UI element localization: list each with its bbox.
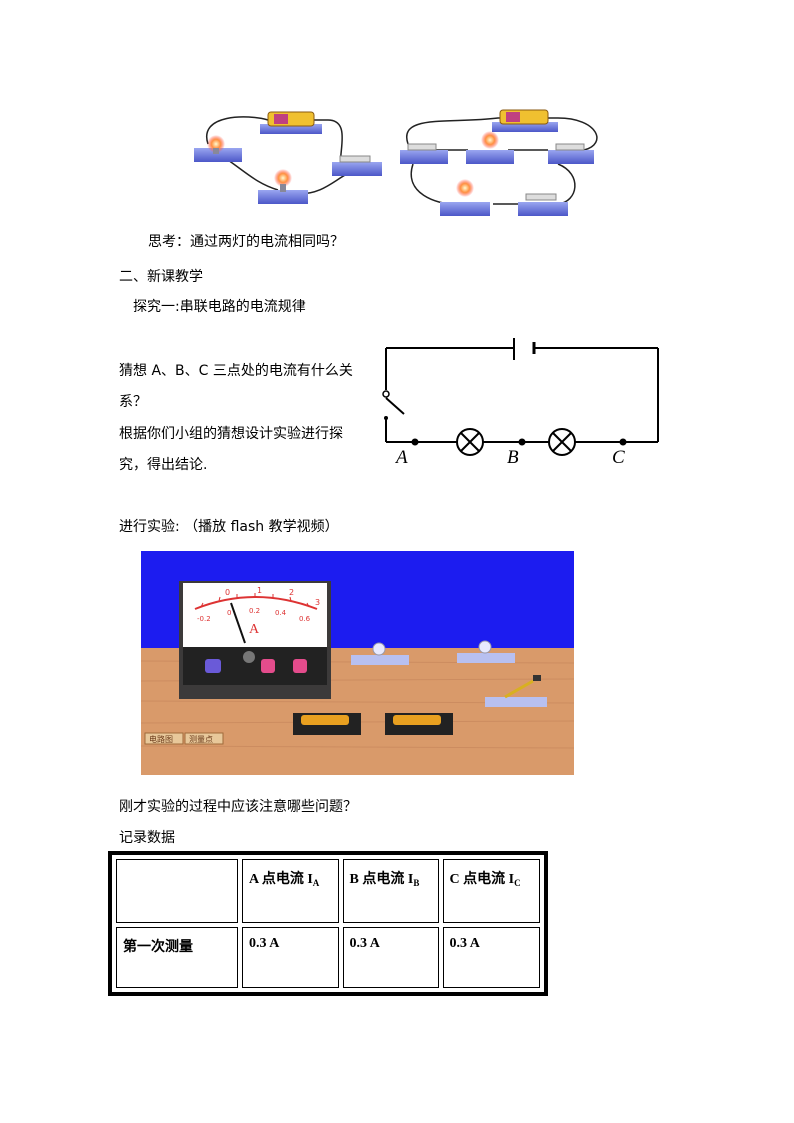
point-label-b: B (507, 447, 519, 468)
value-cell: 0.3 A (242, 927, 339, 988)
bulb-icon (351, 642, 409, 665)
svg-text:电路图: 电路图 (149, 734, 173, 744)
bulb-icon (457, 640, 515, 663)
value-cell: 0.3 A (342, 927, 439, 988)
scale-top-1: 1 (257, 586, 262, 595)
measure-point-button[interactable]: 测量点 (184, 732, 224, 745)
experiment-video[interactable]: 0 1 2 3 -0.2 0 0.2 0.4 0.6 A 电路图 (141, 551, 574, 775)
table-header-cell: B 点电流 IB (342, 859, 439, 923)
point-label-c: C (612, 447, 625, 468)
row-label-cell: 第一次测量 (116, 927, 238, 988)
point-label-a: A (394, 447, 408, 468)
circuit-diagram-button[interactable]: 电路图 (144, 732, 184, 745)
scale-top-2: 2 (289, 588, 294, 597)
record-label: 记录数据 (119, 830, 175, 846)
section-title: 二、新课教学 (119, 269, 203, 285)
guess-line-1: 猜想 A、B、C 三点处的电流有什么关 (119, 363, 353, 379)
scale-bottom-3: 0.4 (275, 609, 287, 617)
scale-top-3: 3 (315, 598, 320, 607)
table-row: 第一次测量 0.3 A 0.3 A 0.3 A (116, 927, 540, 988)
table-header-cell: A 点电流 IA (242, 859, 339, 923)
data-table: A 点电流 IA B 点电流 IB C 点电流 IC 第一次测量 0.3 A 0… (108, 851, 548, 996)
switch-icon (485, 675, 547, 707)
battery-icon (385, 713, 453, 735)
meter-letter: A (249, 622, 260, 637)
switch-icon (518, 193, 568, 216)
design-line-1: 根据你们小组的猜想设计实验进行探 (119, 426, 343, 442)
table-header-cell: C 点电流 IC (442, 859, 540, 923)
attention-question: 刚才实验的过程中应该注意哪些问题？ (119, 799, 357, 815)
scale-top-0: 0 (225, 588, 230, 597)
table-corner-cell (116, 859, 238, 923)
switch-icon (400, 143, 448, 164)
scale-bottom-4: 0.6 (299, 615, 311, 623)
scale-bottom-0: -0.2 (197, 615, 211, 623)
scale-bottom-2: 0.2 (249, 607, 260, 615)
bulb-icon (194, 135, 242, 162)
explore-title: 探究一:串联电路的电流规律 (133, 299, 306, 315)
think-question: 思考：通过两灯的电流相同吗？ (148, 234, 344, 250)
lamp-symbol (456, 428, 484, 456)
bulb-icon (258, 169, 308, 204)
table-header-row: A 点电流 IA B 点电流 IB C 点电流 IC (116, 859, 540, 923)
battery-icon (492, 109, 558, 132)
svg-text:测量点: 测量点 (189, 735, 213, 744)
experiment-label: 进行实验: （播放 flash 教学视频） (119, 519, 339, 535)
switch-icon (332, 155, 382, 176)
ammeter-icon: 0 1 2 3 -0.2 0 0.2 0.4 0.6 A (179, 581, 331, 699)
battery-icon (260, 111, 322, 134)
bulb-icon (466, 131, 514, 164)
design-line-2: 究，得出结论. (119, 457, 208, 473)
circuit-illustration (194, 109, 598, 216)
series-circuit-diagram: A B C (382, 338, 659, 468)
value-cell: 0.3 A (442, 927, 540, 988)
guess-line-2: 系？ (119, 394, 147, 410)
switch-icon (548, 143, 594, 164)
battery-icon (293, 713, 361, 735)
lamp-symbol (548, 428, 576, 456)
bulb-icon (440, 179, 490, 216)
scale-bottom-1: 0 (227, 609, 231, 617)
